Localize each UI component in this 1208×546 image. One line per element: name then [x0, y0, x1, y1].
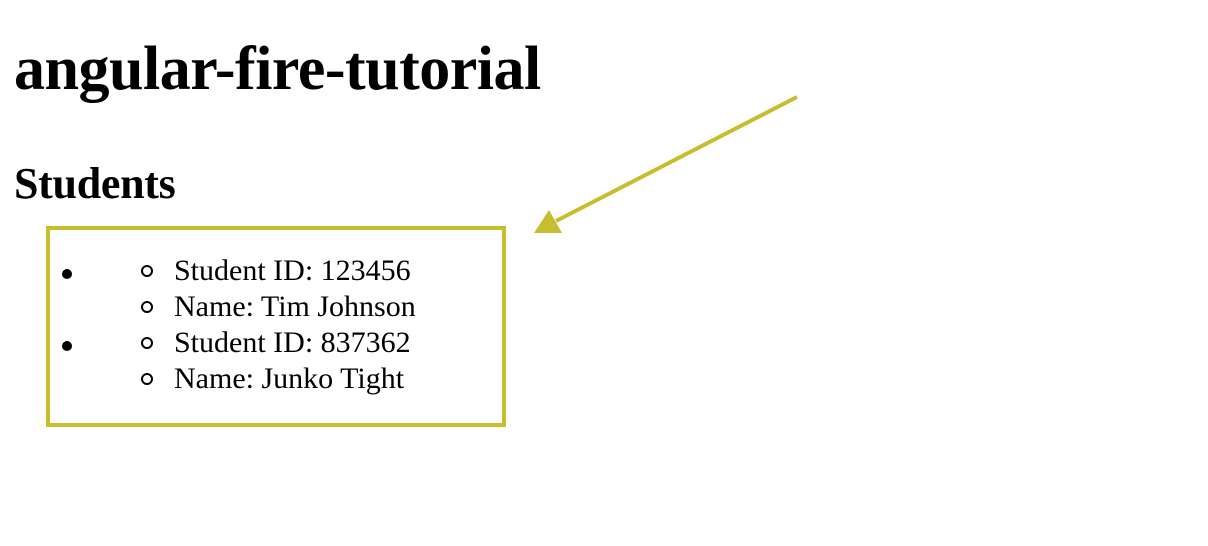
student-fields: Student ID: 837362 Name: Junko Tight: [60, 325, 416, 397]
annotation-arrow-head: [534, 210, 562, 233]
student-fields: Student ID: 123456 Name: Tim Johnson: [60, 253, 416, 325]
bullet-circle-icon: [141, 373, 153, 385]
student-name-field: Name: Tim Johnson: [141, 289, 416, 325]
section-title-students: Students: [14, 159, 176, 208]
highlight-box-annotation: [46, 226, 506, 427]
student-id-text: Student ID: 837362: [174, 326, 411, 359]
page-title: angular-fire-tutorial: [14, 35, 541, 103]
student-list: Student ID: 123456 Name: Tim Johnson Stu…: [60, 253, 416, 397]
student-id-text: Student ID: 123456: [174, 254, 411, 287]
student-id-field: Student ID: 123456: [141, 253, 416, 289]
bullet-circle-icon: [141, 337, 153, 349]
bullet-disc-icon: [62, 269, 72, 279]
bullet-disc-icon: [62, 341, 72, 351]
bullet-circle-icon: [141, 301, 153, 313]
annotation-arrow-shaft: [555, 95, 798, 223]
student-name-field: Name: Junko Tight: [141, 361, 416, 397]
bullet-circle-icon: [141, 265, 153, 277]
student-name-text: Name: Tim Johnson: [174, 290, 416, 323]
student-name-text: Name: Junko Tight: [174, 362, 405, 395]
list-item: Student ID: 837362 Name: Junko Tight: [60, 325, 416, 397]
student-id-field: Student ID: 837362: [141, 325, 416, 361]
list-item: Student ID: 123456 Name: Tim Johnson: [60, 253, 416, 325]
